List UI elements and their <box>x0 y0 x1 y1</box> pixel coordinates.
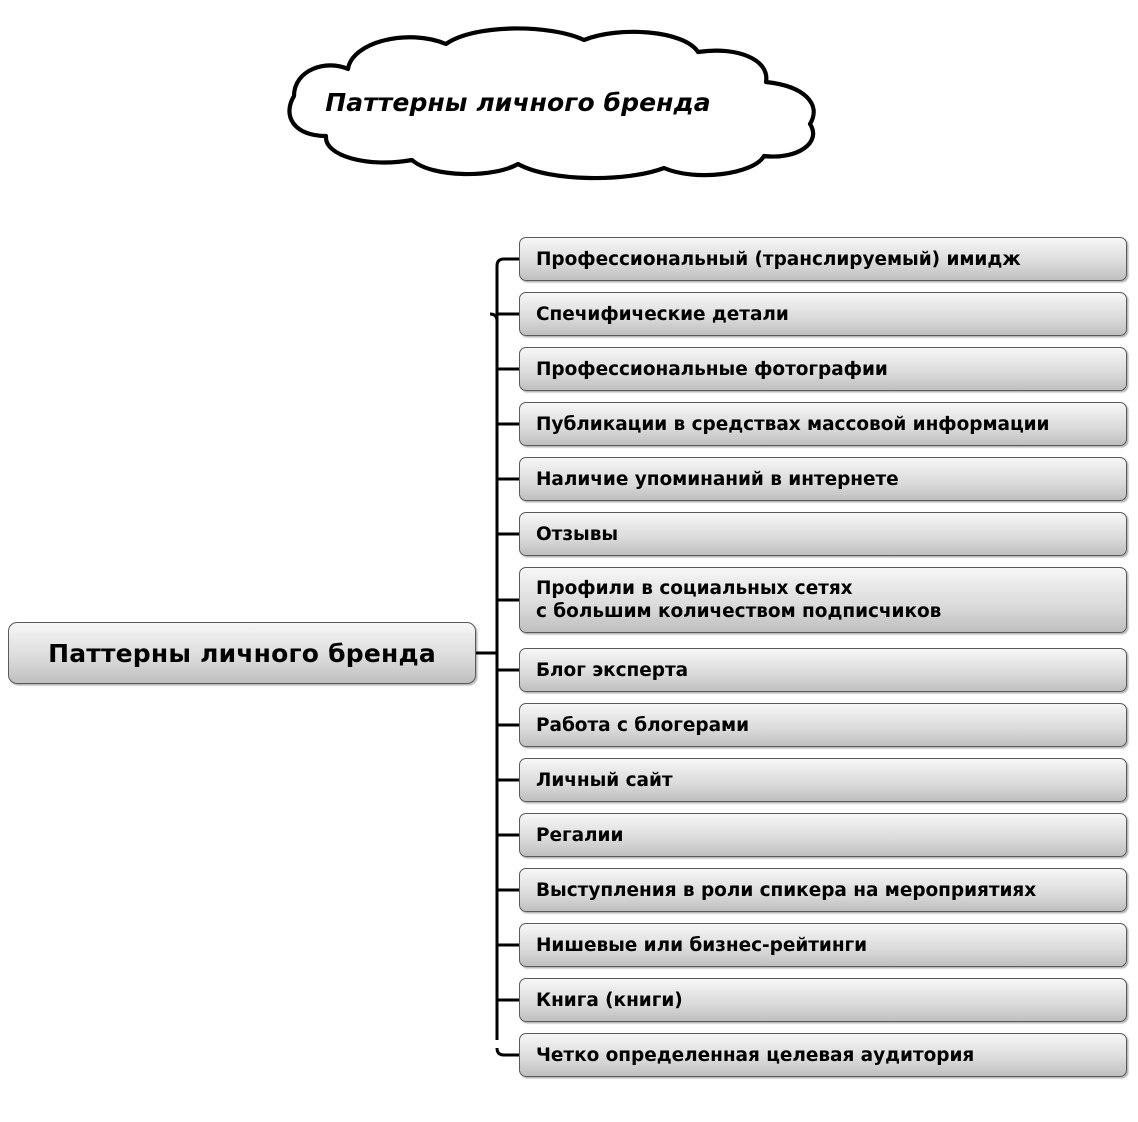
branch-node-label: Спечифические детали <box>536 303 789 325</box>
branch-node[interactable]: Публикации в средствах массовой информац… <box>519 402 1127 446</box>
cloud-title: Паттерны личного бренда <box>325 88 711 117</box>
branch-node-label: Четко определенная целевая аудитория <box>536 1044 975 1066</box>
branch-node[interactable]: Нишевые или бизнес-рейтинги <box>519 923 1127 967</box>
branch-node-label: Нишевые или бизнес-рейтинги <box>536 934 868 956</box>
branch-node[interactable]: Отзывы <box>519 512 1127 556</box>
branch-node-label: Отзывы <box>536 523 619 545</box>
branch-node-label: Публикации в средствах массовой информац… <box>536 413 1050 435</box>
branch-node[interactable]: Профессиональный (транслируемый) имидж <box>519 237 1127 281</box>
branch-node-label: Работа с блогерами <box>536 714 750 736</box>
root-node-label: Паттерны личного бренда <box>48 638 436 668</box>
branch-node[interactable]: Личный сайт <box>519 758 1127 802</box>
branch-node-label: Профессиональный (транслируемый) имидж <box>536 248 1021 270</box>
branch-node[interactable]: Профессиональные фотографии <box>519 347 1127 391</box>
branch-node[interactable]: Работа с блогерами <box>519 703 1127 747</box>
branch-node[interactable]: Книга (книги) <box>519 978 1127 1022</box>
branch-node[interactable]: Четко определенная целевая аудитория <box>519 1033 1127 1077</box>
branch-node[interactable]: Блог эксперта <box>519 648 1127 692</box>
branch-node-label: Выступления в роли спикера на мероприяти… <box>536 879 1037 901</box>
branch-node-label: Блог эксперта <box>536 659 689 681</box>
branch-node-label: Регалии <box>536 824 624 846</box>
branch-node[interactable]: Регалии <box>519 813 1127 857</box>
branch-node-label: Наличие упоминаний в интернете <box>536 468 899 490</box>
cloud-shape: Паттерны личного бренда <box>198 26 838 182</box>
branch-node[interactable]: Спечифические детали <box>519 292 1127 336</box>
root-node[interactable]: Паттерны личного бренда <box>8 622 476 684</box>
branch-node-label: Профессиональные фотографии <box>536 358 888 380</box>
branch-node[interactable]: Наличие упоминаний в интернете <box>519 457 1127 501</box>
branch-node-label: Профили в социальных сетях с большим кол… <box>536 578 942 622</box>
cloud-outline-icon <box>287 26 816 181</box>
branch-node-label: Личный сайт <box>536 769 673 791</box>
branch-node[interactable]: Профили в социальных сетях с большим кол… <box>519 567 1127 633</box>
branch-node-label: Книга (книги) <box>536 989 683 1011</box>
branch-node[interactable]: Выступления в роли спикера на мероприяти… <box>519 868 1127 912</box>
